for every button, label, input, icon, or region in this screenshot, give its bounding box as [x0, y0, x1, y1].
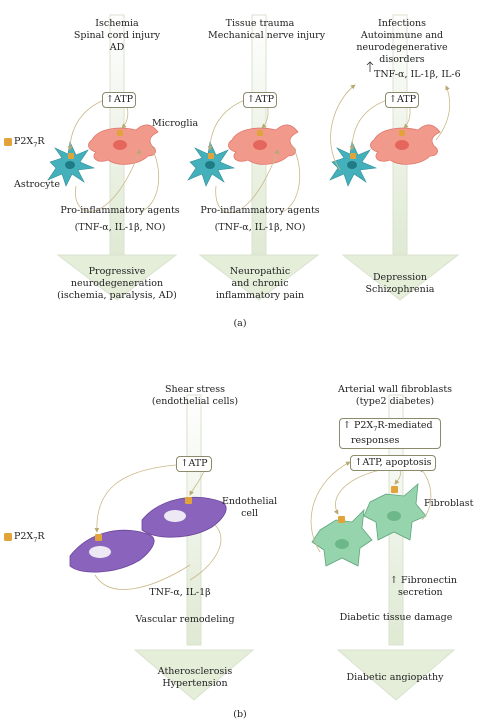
col3-header-line1: Infections: [378, 18, 426, 29]
b-left-header-line2: (endothelial cells): [151, 396, 239, 407]
col2-outcome-line2: and chronic: [231, 278, 289, 289]
col2-header-line1: Tissue trauma: [225, 18, 295, 29]
col1-header: Ischemia Spinal cord injury AD: [72, 18, 162, 54]
receptor-2b: [208, 153, 214, 159]
big-arrow-b1: [133, 394, 255, 701]
b-left-outcome: Atherosclerosis Hypertension: [140, 666, 250, 690]
col3-outcome-line2: Schizophrenia: [365, 284, 435, 295]
microglia-cell-1: [88, 124, 159, 165]
receptor-1a: [117, 130, 123, 136]
legend-p2x7r-b: P2X7R: [14, 531, 45, 544]
col3-outcome: Depression Schizophrenia: [345, 272, 455, 296]
endothelial-label: Endothelial cell: [222, 496, 277, 520]
legend-receptor-b: [4, 533, 12, 541]
col2-agents: Pro-inflammatory agents: [200, 205, 320, 216]
panel-b-label: (b): [233, 709, 247, 720]
col1-outcome: Progressive neurodegeneration (ischemia,…: [54, 266, 180, 302]
receptor-3a: [399, 130, 405, 136]
b-left-outcome-line1: Atherosclerosis: [157, 666, 233, 677]
col3-atp-label: ATP: [396, 94, 417, 105]
b-right-secretion-line2: secretion: [398, 587, 443, 598]
panel-a-label: (a): [233, 318, 247, 329]
col3-outcome-line1: Depression: [372, 272, 428, 283]
col1-header-line1: Ischemia: [95, 18, 139, 29]
col1-outcome-line3: (ischemia, paralysis, AD): [57, 290, 177, 301]
col2-atp-label: ATP: [254, 94, 275, 105]
up-arrow-glyphs: [366, 61, 374, 72]
col2-atp-box: ↑ATP: [243, 92, 277, 108]
b-right-header-line1: Arterial wall fibroblasts: [337, 384, 453, 395]
legend-receptor-a: [4, 138, 12, 146]
microglia-cell-3: [370, 124, 441, 165]
b-right-header-line2: (type2 diabetes): [355, 396, 435, 407]
endothelial-cell-2: [141, 496, 227, 538]
astrocyte-cell-1: [47, 140, 96, 187]
legend-p2x7r-a: P2X7R: [14, 136, 45, 149]
col1-atp-label: ATP: [113, 94, 134, 105]
b-left-agents: TNF-α, IL-1β: [149, 587, 211, 598]
col3-header-line3: neurodegenerative: [356, 42, 448, 53]
microglia-label: Microglia: [152, 118, 199, 129]
astrocyte-cell-2: [187, 140, 236, 187]
b-left-atp-label: ATP: [188, 458, 208, 469]
col1-header-line3: AD: [109, 42, 125, 53]
col1-outcome-line1: Progressive: [88, 266, 146, 277]
col2-outcome: Neuropathic and chronic inflammatory pai…: [200, 266, 320, 302]
fibroblast-cell-1: [311, 508, 373, 567]
astrocyte-label: Astrocyte: [14, 179, 60, 190]
b-left-header-line1: Shear stress: [164, 384, 226, 395]
col3-atp-box: ↑ATP: [385, 92, 419, 108]
receptor-f1: [338, 516, 345, 523]
receptor-b1: [95, 534, 102, 541]
endothelial-cell-1: [69, 529, 155, 573]
col2-agents-list: (TNF-α, IL-1β, NO): [214, 222, 306, 233]
b-left-header: Shear stress (endothelial cells): [145, 384, 245, 408]
col3-header-line4: disorders: [379, 54, 425, 65]
col1-outcome-line2: neurodegeneration: [70, 278, 164, 289]
endothelial-label-line2: cell: [241, 508, 259, 519]
b-right-secretion: ↑ Fibronectin secretion: [390, 575, 457, 598]
b-left-atp-box: ↑ATP: [176, 456, 212, 472]
b-right-header: Arterial wall fibroblasts (type2 diabete…: [335, 384, 455, 408]
b-right-responses-box: ↑ P2X7R-mediated responses: [339, 418, 441, 449]
b-right-atp-label: ATP, apoptosis: [362, 457, 432, 468]
b-right-secretion-line1: Fibronectin: [400, 575, 457, 586]
fibroblast-cell-2: [363, 483, 427, 541]
fibroblast-label: Fibroblast: [424, 498, 474, 509]
b-left-outcome-line2: Hypertension: [162, 678, 228, 689]
col1-agents: Pro-inflammatory agents: [60, 205, 180, 216]
b-right-atp-box: ↑ATP, apoptosis: [350, 455, 436, 471]
col1-agents-list: (TNF-α, IL-1β, NO): [74, 222, 166, 233]
receptor-2a: [257, 130, 263, 136]
col3-cytokines: TNF-α, IL-1β, IL-6: [374, 69, 461, 80]
col2-header: Tissue trauma Mechanical nerve injury: [208, 18, 326, 42]
b-right-outcome: Diabetic angiopathy: [346, 672, 444, 683]
astrocyte-cell-3: [329, 140, 378, 187]
col2-outcome-line3: inflammatory pain: [215, 290, 305, 301]
col3-header: Infections Autoimmune and neurodegenerat…: [350, 18, 454, 66]
receptor-f2: [391, 486, 398, 493]
receptor-b2: [185, 497, 192, 504]
col2-header-line2: Mechanical nerve injury: [208, 30, 326, 41]
endothelial-label-line1: Endothelial: [222, 496, 278, 507]
b-left-process: Vascular remodeling: [135, 614, 235, 625]
receptor-3b: [350, 153, 356, 159]
col1-atp-box: ↑ATP: [102, 92, 136, 108]
receptor-1b: [68, 153, 74, 159]
col2-outcome-line1: Neuropathic: [229, 266, 291, 277]
microglia-cell-2: [228, 124, 299, 165]
col1-header-line2: Spinal cord injury: [73, 30, 161, 41]
col3-header-line2: Autoimmune and: [360, 30, 444, 41]
b-right-process: Diabetic tissue damage: [339, 612, 453, 623]
b-right-responses-line2: responses: [351, 434, 400, 446]
